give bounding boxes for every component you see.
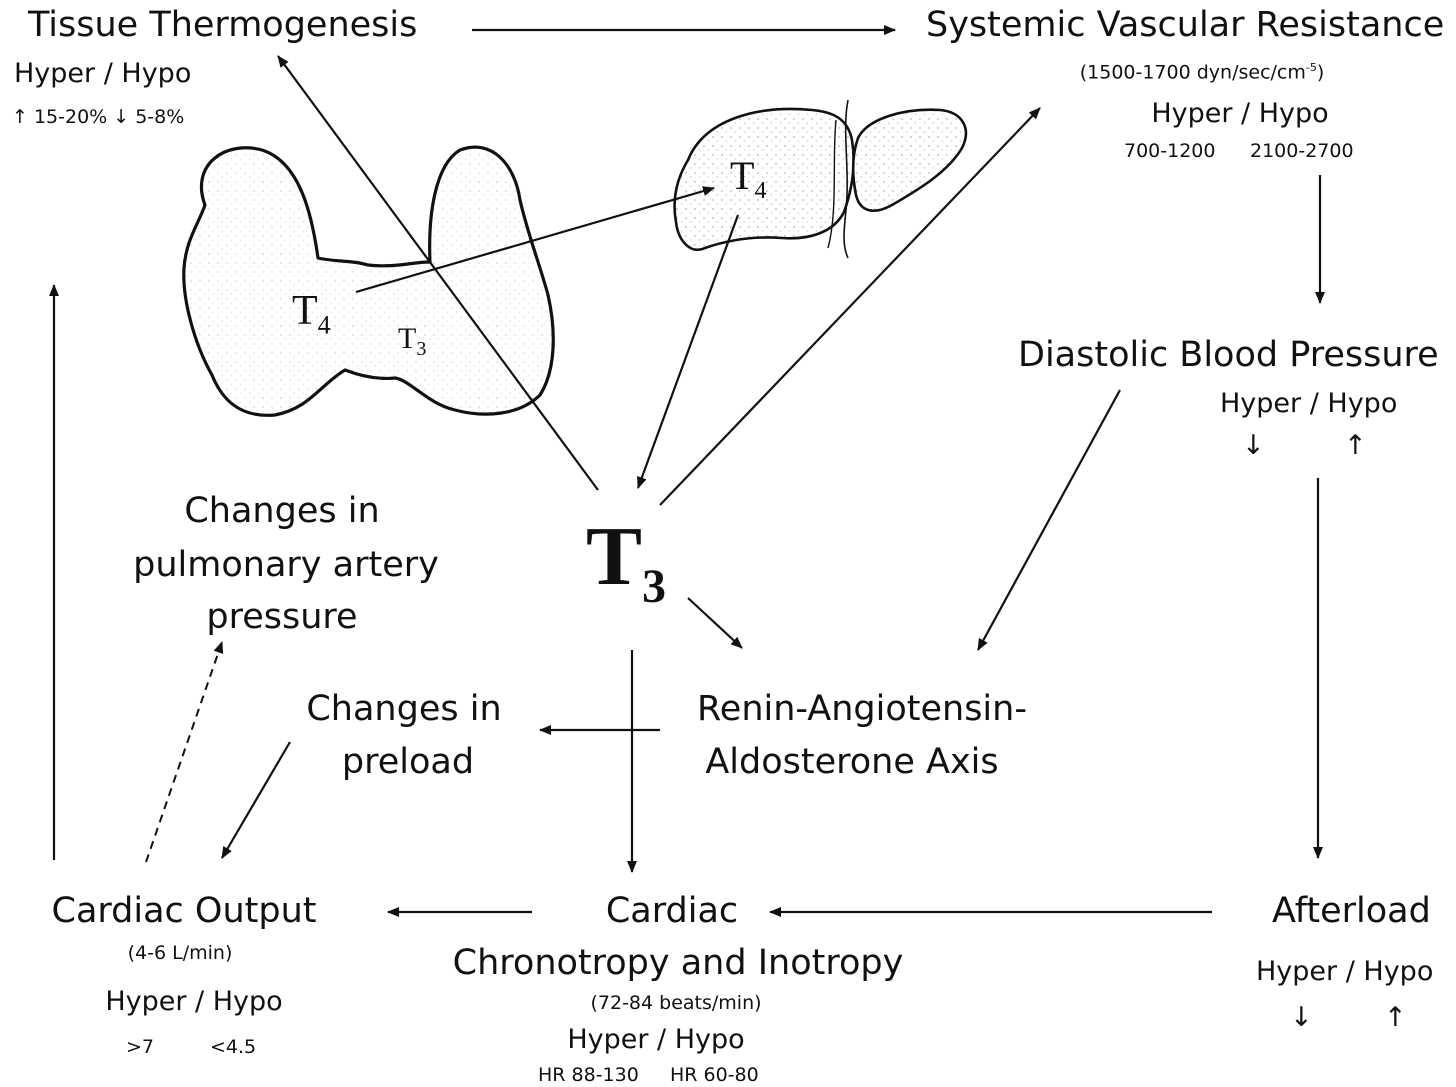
chronotropy-line2: Chronotropy and Inotropy — [453, 946, 904, 981]
t3-central-sub: 3 — [642, 560, 666, 613]
cardiac-output-hypo-value: <4.5 — [210, 1038, 256, 1057]
dbp-hyper-hypo: Hyper / Hypo — [1220, 390, 1397, 417]
thyroid-t4-sub: 4 — [318, 310, 331, 339]
svr-hyper-hypo: Hyper / Hypo — [1151, 100, 1328, 127]
svr-title: Systemic Vascular Resistance — [926, 8, 1444, 43]
afterload-hyper-arrow: ↓ — [1290, 1004, 1313, 1031]
preload-line1: Changes in — [306, 692, 501, 727]
raas-line2: Aldosterone Axis — [705, 745, 998, 780]
svr-range-text: (1500-1700 dyn/sec/cm — [1080, 61, 1306, 83]
thyroid-t3-label: T3 — [398, 324, 426, 359]
liver-illustration — [675, 100, 966, 258]
chronotropy-range: (72-84 beats/min) — [590, 994, 761, 1013]
afterload-hypo-arrow: ↑ — [1384, 1004, 1407, 1031]
afterload-hyper-hypo: Hyper / Hypo — [1256, 958, 1433, 985]
pulmonary-line3: pressure — [206, 600, 357, 635]
pulmonary-line2: pulmonary artery — [133, 548, 439, 583]
arrow-liver-to-t3 — [638, 215, 738, 488]
arrow-dbp-to-raas — [978, 390, 1120, 650]
dbp-title: Diastolic Blood Pressure — [1018, 338, 1439, 373]
tissue-thermogenesis-values: ↑ 15-20% ↓ 5-8% — [12, 108, 184, 127]
dbp-hypo-arrow: ↑ — [1344, 432, 1367, 459]
t3-central-letter: T — [586, 510, 642, 603]
thyroid-t3-sub: 3 — [416, 338, 426, 360]
chronotropy-hyper-value: HR 88-130 — [538, 1066, 639, 1085]
thyroid-t4-letter: T — [292, 288, 318, 334]
svr-range: (1500-1700 dyn/sec/cm-5) — [1080, 62, 1325, 82]
thyroid-gland-illustration — [184, 147, 553, 415]
cardiac-output-range: (4-6 L/min) — [128, 944, 233, 963]
cardiac-output-hyper-value: >7 — [126, 1038, 154, 1057]
arrow-cardiac-output-to-pulmonary-dashed — [146, 642, 222, 862]
arrow-t3-to-raas — [688, 598, 742, 648]
chronotropy-line1: Cardiac — [606, 894, 738, 929]
arrow-preload-to-cardiac-output — [222, 742, 290, 858]
raas-line1: Renin-Angiotensin- — [697, 692, 1027, 727]
tissue-thermogenesis-title: Tissue Thermogenesis — [28, 8, 417, 43]
liver-t4-sub: 4 — [754, 178, 766, 204]
thyroid-t4-label: T4 — [292, 290, 331, 338]
cardiac-output-title: Cardiac Output — [52, 894, 317, 929]
chronotropy-hypo-value: HR 60-80 — [670, 1066, 759, 1085]
preload-line2: preload — [342, 745, 474, 780]
t3-central-label: T3 — [586, 515, 666, 611]
pulmonary-line1: Changes in — [184, 494, 379, 529]
svr-hyper-value: 700-1200 — [1124, 142, 1215, 161]
dbp-hyper-arrow: ↓ — [1242, 432, 1265, 459]
svr-range-exponent: -5 — [1306, 61, 1317, 74]
chronotropy-hyper-hypo: Hyper / Hypo — [567, 1026, 744, 1053]
thyroid-t3-letter: T — [398, 322, 416, 355]
liver-t4-letter: T — [730, 153, 754, 198]
svr-hypo-value: 2100-2700 — [1250, 142, 1354, 161]
afterload-title: Afterload — [1272, 894, 1431, 929]
svr-range-close: ) — [1317, 61, 1324, 83]
tissue-thermogenesis-hyper-hypo: Hyper / Hypo — [14, 60, 191, 87]
liver-t4-label: T4 — [730, 156, 766, 203]
cardiac-output-hyper-hypo: Hyper / Hypo — [105, 988, 282, 1015]
